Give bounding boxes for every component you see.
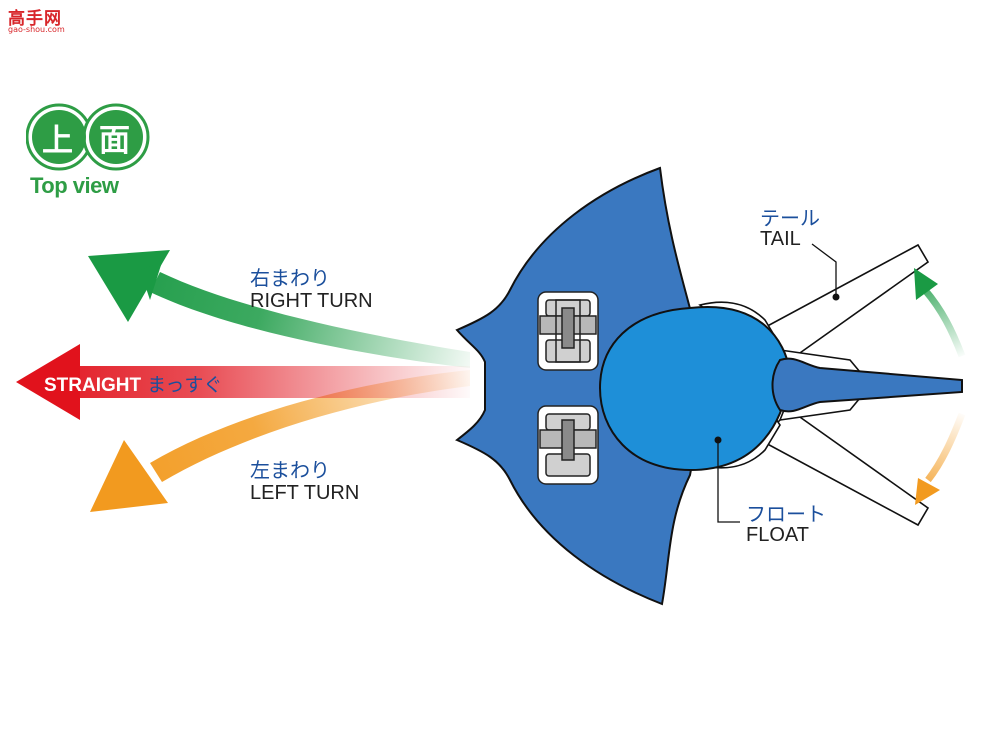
straight-label-jp: まっすぐ — [147, 375, 223, 396]
watermark-text: 高手网 — [8, 9, 62, 29]
right-turn-label-jp: 右まわり — [250, 268, 330, 290]
top-view-badge: 上 面 Top view — [25, 103, 150, 199]
left-turn-label-en: LEFT TURN — [250, 482, 360, 504]
right-turn-arrow — [88, 250, 470, 368]
watermark-url: gao-shou.com — [8, 25, 65, 34]
tail-rotation-arcs — [914, 268, 966, 505]
upper-servo-unit — [537, 291, 599, 371]
lower-servo-unit — [537, 405, 599, 485]
badge-glyph-surface: 面 — [99, 123, 130, 159]
badge-caption: Top view — [30, 173, 119, 198]
float — [598, 305, 792, 472]
badge-circles-icon — [25, 103, 150, 171]
float-label-en: FLOAT — [746, 524, 809, 546]
straight-label-en: STRAIGHT — [44, 375, 142, 396]
watermark-logo: 高手网 gao-shou.com — [6, 4, 76, 40]
tail-label-en: TAIL — [760, 228, 801, 250]
right-turn-label-en: RIGHT TURN — [250, 290, 373, 312]
badge-glyph-top: 上 — [42, 123, 73, 159]
tail-label-jp: テール — [760, 208, 820, 230]
straight-arrow — [16, 344, 470, 420]
manta-body — [455, 166, 701, 606]
left-turn-label-jp: 左まわり — [250, 460, 330, 482]
float-label-jp: フロート — [746, 504, 826, 526]
callout-leaders — [714, 243, 840, 523]
tail-shaft — [771, 357, 963, 413]
